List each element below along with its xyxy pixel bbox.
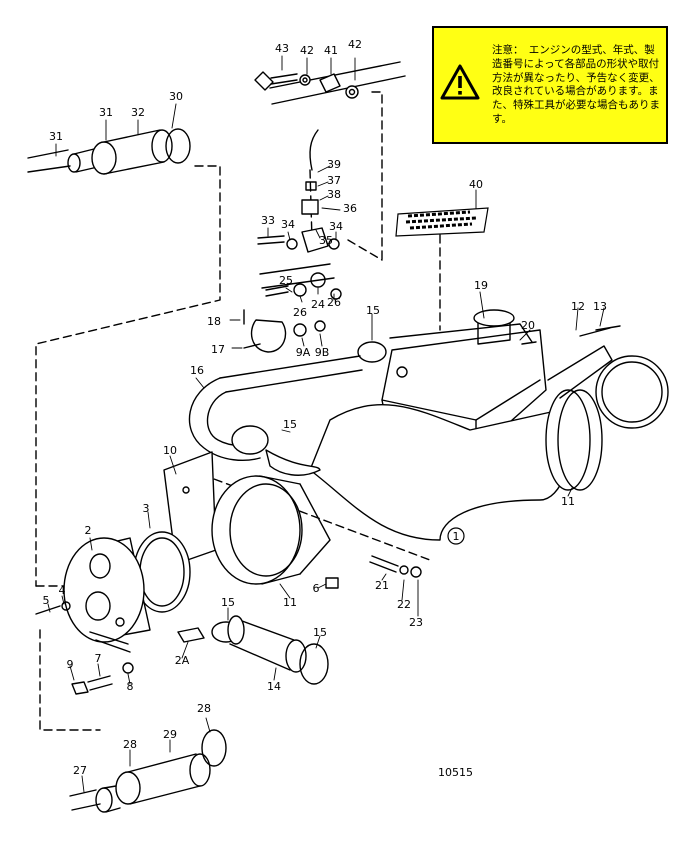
callout-17: 17 xyxy=(211,343,225,356)
callout-25: 25 xyxy=(279,274,293,287)
callout-8: 8 xyxy=(127,680,134,693)
callout-34: 34 xyxy=(329,220,343,233)
callout-42: 42 xyxy=(300,44,314,57)
callout-40: 40 xyxy=(469,178,483,191)
callout-30: 30 xyxy=(169,90,183,103)
sensor-fitting-assembly xyxy=(257,129,340,253)
top-pipe-assembly xyxy=(254,61,406,105)
callout-32: 32 xyxy=(131,106,145,119)
callout-43: 43 xyxy=(275,42,289,55)
callout-19: 19 xyxy=(474,279,488,292)
callout-22: 22 xyxy=(397,598,411,611)
callout-36: 36 xyxy=(343,202,357,215)
callout-7: 7 xyxy=(95,652,102,665)
callout-12: 12 xyxy=(571,300,585,313)
callout-16: 16 xyxy=(190,364,204,377)
callout-33: 33 xyxy=(261,214,275,227)
warning-notice-box: 注意： エンジンの型式、年式、製造番号によって各部品の形状や取付方法が異なったり… xyxy=(432,26,668,144)
callout-15: 15 xyxy=(221,596,235,609)
callout-31: 31 xyxy=(99,106,113,119)
callout-24: 24 xyxy=(311,298,325,311)
callout-9B: 9B xyxy=(315,346,330,359)
marker-label: 1 xyxy=(453,530,460,543)
callout-31: 31 xyxy=(49,130,63,143)
callout-5: 5 xyxy=(43,594,50,607)
lower-hose-assembly xyxy=(69,729,227,813)
assembly-guide-lines xyxy=(35,91,441,731)
callout-42: 42 xyxy=(348,38,362,51)
circled-marker: 1 xyxy=(447,527,465,545)
leader-lines xyxy=(47,55,605,793)
callout-39: 39 xyxy=(327,158,341,171)
clamp-bracket-assembly xyxy=(243,263,342,353)
callout-37: 37 xyxy=(327,174,341,187)
callout-15: 15 xyxy=(313,626,327,639)
intercooler-body xyxy=(309,309,669,541)
callout-11: 11 xyxy=(561,495,575,508)
callout-10: 10 xyxy=(163,444,177,457)
warning-notice-text: 注意： エンジンの型式、年式、製造番号によって各部品の形状や取付方法が異なったり… xyxy=(492,44,660,125)
callout-38: 38 xyxy=(327,188,341,201)
callout-6: 6 xyxy=(313,582,320,595)
short-hose-assembly xyxy=(177,615,329,685)
callout-3: 3 xyxy=(143,502,150,515)
callout-23: 23 xyxy=(409,616,423,629)
callout-4: 4 xyxy=(59,584,66,597)
callout-13: 13 xyxy=(593,300,607,313)
callout-26: 26 xyxy=(293,306,307,319)
reference-number: 10515 xyxy=(438,766,473,779)
drain-plug-assembly xyxy=(71,662,134,695)
upper-hose-assembly xyxy=(27,128,191,175)
callout-2: 2 xyxy=(85,524,92,537)
callout-15: 15 xyxy=(283,418,297,431)
callout-28: 28 xyxy=(123,738,137,751)
outlet-cover xyxy=(35,537,151,653)
callout-21: 21 xyxy=(375,579,389,592)
callout-14: 14 xyxy=(267,680,281,693)
callout-34: 34 xyxy=(281,218,295,231)
callout-28: 28 xyxy=(197,702,211,715)
callout-15: 15 xyxy=(366,304,380,317)
callout-2A: 2A xyxy=(175,654,190,667)
callout-35: 35 xyxy=(319,234,333,247)
callout-9A: 9A xyxy=(296,346,311,359)
callout-9: 9 xyxy=(67,658,74,671)
callout-26: 26 xyxy=(327,296,341,309)
large-ring-seal xyxy=(211,475,331,585)
bent-hose xyxy=(188,341,387,476)
callout-20: 20 xyxy=(521,319,535,332)
callout-41: 41 xyxy=(324,44,338,57)
label-decal xyxy=(395,207,489,237)
callout-27: 27 xyxy=(73,764,87,777)
flange-plate xyxy=(133,451,217,613)
callout-11: 11 xyxy=(283,596,297,609)
callout-18: 18 xyxy=(207,315,221,328)
warning-triangle-icon xyxy=(440,64,480,100)
screw-assembly xyxy=(325,555,422,589)
callout-29: 29 xyxy=(163,728,177,741)
